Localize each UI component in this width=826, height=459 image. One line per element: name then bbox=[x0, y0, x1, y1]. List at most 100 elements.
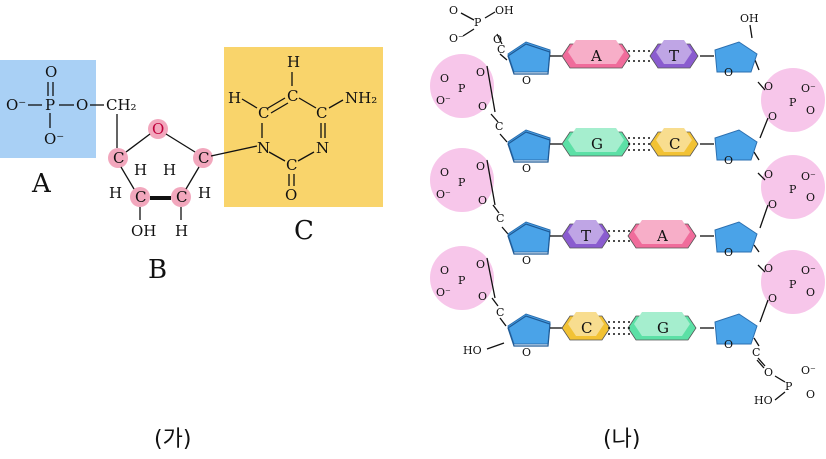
right-sugar-1 bbox=[714, 41, 758, 73]
left-base-label-4: C bbox=[581, 319, 592, 337]
sugar-c3: C bbox=[135, 188, 146, 206]
left-base-label-1: A bbox=[590, 47, 602, 65]
sugar-c2-highlight bbox=[171, 187, 191, 207]
right-phosphate-3: O P O⁻ O O bbox=[764, 262, 816, 305]
ch2-group: CH₂ bbox=[106, 96, 137, 114]
lb-ho: HO bbox=[463, 344, 482, 357]
right-sugar-3 bbox=[714, 221, 758, 253]
sugar-h-c4: H bbox=[134, 161, 147, 179]
right-phosphate-2: O P O⁻ O O bbox=[764, 168, 816, 211]
sugar-h-c3: H bbox=[109, 184, 122, 202]
lt-o-link: O bbox=[493, 33, 502, 46]
lt-oh: OH bbox=[495, 4, 514, 17]
left-base-shine-2 bbox=[568, 128, 624, 152]
right-base-shine-2 bbox=[656, 128, 692, 152]
right-phosphate-circle-3 bbox=[761, 250, 825, 314]
lp1-o-top: O bbox=[440, 72, 449, 85]
phosphate-o-top: O bbox=[45, 63, 57, 81]
right-base-label-2: C bbox=[669, 135, 680, 153]
rb-o-right: O bbox=[806, 388, 815, 401]
lt-c: C bbox=[497, 43, 505, 56]
phosphate-o-minus-left: O⁻ bbox=[6, 96, 26, 114]
lp3-o-link: O bbox=[478, 290, 487, 303]
left-phosphate-2: O P O⁻ O O C bbox=[436, 160, 504, 225]
base-pair-row-3: O O T A bbox=[507, 220, 758, 267]
lp1-o-minus: O⁻ bbox=[436, 94, 451, 107]
sugar-h-bottom: H bbox=[175, 222, 188, 240]
base-n3: N bbox=[316, 139, 329, 157]
rb-c: C bbox=[752, 346, 760, 359]
sugar-c4-highlight bbox=[108, 148, 128, 168]
lp1-o-right: O bbox=[476, 66, 485, 79]
sugar-ring-o-highlight bbox=[148, 119, 168, 139]
left-sugar-2 bbox=[507, 129, 551, 161]
left-base-label-2: G bbox=[591, 135, 603, 153]
left-sugar-edge-3 bbox=[507, 223, 551, 255]
label-a: A bbox=[31, 169, 52, 199]
lp3-o-top: O bbox=[440, 264, 449, 277]
right-phosphate-circle-1 bbox=[761, 68, 825, 132]
lp2-c: C bbox=[496, 212, 504, 225]
base-o: O bbox=[285, 186, 297, 204]
left-sugar-edge-1 bbox=[507, 43, 551, 75]
right-base-label-3: A bbox=[656, 227, 668, 245]
left-sugar-edge-4 bbox=[507, 315, 551, 347]
lp3-c: C bbox=[496, 306, 504, 319]
lp2-o-right: O bbox=[476, 160, 485, 173]
sugar-c3-highlight bbox=[130, 187, 150, 207]
rp2-p: P bbox=[789, 183, 797, 196]
sugar-h-c1: H bbox=[163, 161, 176, 179]
rb-p: P bbox=[785, 380, 793, 393]
base-c6: C bbox=[258, 104, 269, 122]
sugar-ring-o: O bbox=[152, 120, 164, 138]
rp3-o-bottom: O bbox=[768, 292, 777, 305]
rp1-o-right: O bbox=[806, 104, 815, 117]
left-base-shine-4 bbox=[568, 312, 604, 336]
base-c5: C bbox=[287, 87, 298, 105]
left-sugar-o-3: O bbox=[522, 254, 531, 267]
lp1-p: P bbox=[458, 82, 466, 95]
right-base-shine-4 bbox=[634, 312, 690, 336]
base-c2: C bbox=[286, 156, 297, 174]
phosphate-o-minus-bottom: O⁻ bbox=[44, 130, 64, 148]
right-phosphate-1: O P O⁻ O O bbox=[764, 80, 816, 123]
rp1-o-bottom: O bbox=[768, 110, 777, 123]
sugar-c2: C bbox=[176, 188, 187, 206]
right-base-label-1: T bbox=[669, 47, 679, 65]
rp2-o-bottom: O bbox=[768, 198, 777, 211]
sugar-c1: C bbox=[198, 149, 209, 167]
left-base-shine-1 bbox=[568, 40, 624, 64]
left-base-shine-3 bbox=[568, 220, 604, 244]
rp3-o-minus: O⁻ bbox=[801, 264, 816, 277]
phosphate-o-link: O bbox=[76, 96, 88, 114]
sugar-c4: C bbox=[113, 149, 124, 167]
panel-a: O O⁻ P O⁻ O CH₂ O C C C C H H H H bbox=[0, 47, 383, 452]
base-box bbox=[224, 47, 383, 207]
base-h-left: H bbox=[228, 89, 241, 107]
rp2-o-link: O bbox=[764, 168, 773, 181]
panel-b: O P OH O⁻ O C O P O⁻ O O C O P O⁻ O O C … bbox=[430, 4, 825, 452]
lt-p: P bbox=[474, 16, 482, 29]
right-sugar-o-2: O bbox=[724, 154, 733, 167]
label-c: C bbox=[294, 216, 314, 246]
right-sugar-o-1: O bbox=[724, 66, 733, 79]
phosphate-box bbox=[0, 60, 96, 158]
lt-o-minus: O⁻ bbox=[449, 32, 464, 45]
right-sugar-o-3: O bbox=[724, 246, 733, 259]
right-bottom-phosphate: C O P O⁻ O HO bbox=[752, 346, 816, 407]
right-base-shine-1 bbox=[656, 40, 692, 64]
left-base-label-3: T bbox=[581, 227, 591, 245]
sugar-c1-highlight bbox=[193, 148, 213, 168]
left-sugar-4 bbox=[507, 313, 551, 345]
label-b: B bbox=[148, 255, 167, 285]
sugar-h-c2: H bbox=[198, 184, 211, 202]
sugar-oh: OH bbox=[131, 222, 156, 240]
right-sugar-o-4: O bbox=[724, 338, 733, 351]
right-base-shine-3 bbox=[634, 220, 690, 244]
left-sugar-3 bbox=[507, 221, 551, 253]
